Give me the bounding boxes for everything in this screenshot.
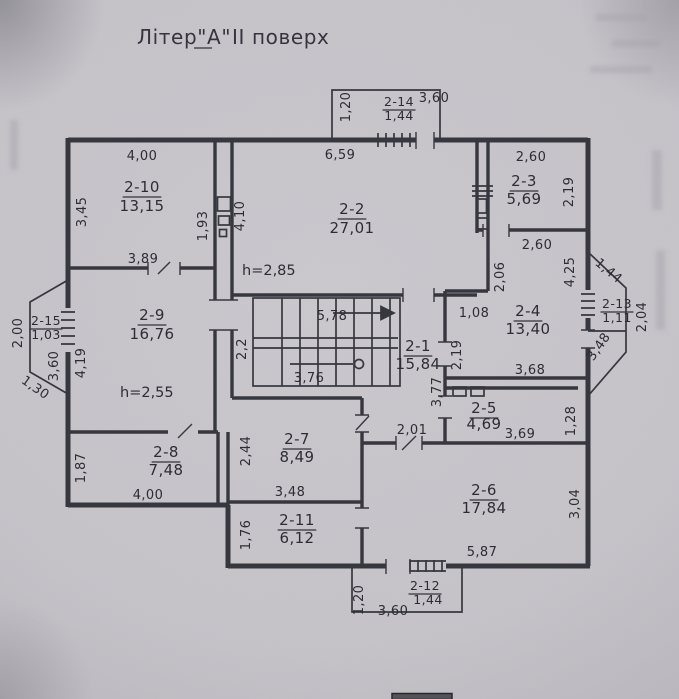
photo-grain-overlay bbox=[0, 0, 679, 699]
scanned-floor-plan-photo: Літер"А" ІІ поверх 2-10 13,15 2-2 27,01 … bbox=[0, 0, 679, 699]
